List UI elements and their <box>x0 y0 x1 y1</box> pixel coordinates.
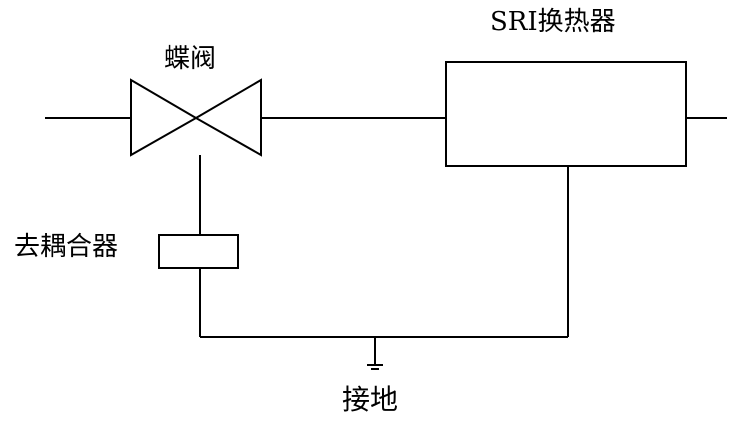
decoupler-box <box>158 234 239 269</box>
heat-exchanger-label: SRI换热器 <box>490 7 616 37</box>
ground-label: 接地 <box>342 383 399 416</box>
decoupler-label: 去耦合器 <box>14 232 119 262</box>
butterfly-valve-label: 蝶阀 <box>164 44 217 74</box>
butterfly-valve-left-wedge <box>130 78 199 157</box>
sri-heat-exchanger-box <box>445 61 687 167</box>
butterfly-valve-right-wedge <box>193 78 262 157</box>
